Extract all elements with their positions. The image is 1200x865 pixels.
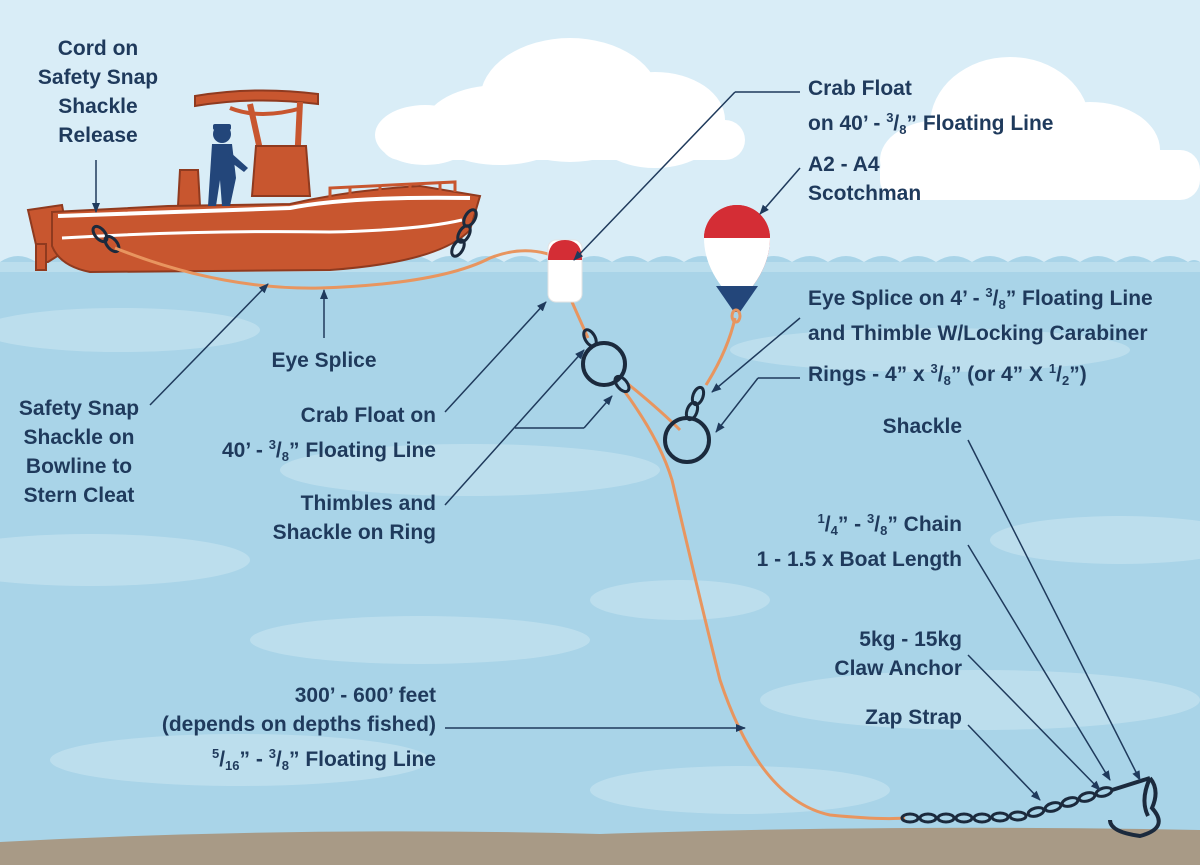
water-swirls	[0, 308, 1200, 814]
label-chain: 1/4” - 3/8” Chain 1 - 1.5 x Boat Length	[700, 504, 962, 574]
label-line: Claw Anchor	[834, 657, 962, 680]
fraction-numerator: 3	[930, 361, 938, 376]
crab-float-icon	[547, 239, 583, 303]
fraction-numerator: 1	[817, 511, 825, 526]
label-line: 5/16” - 3/8” Floating Line	[100, 739, 436, 780]
fraction-denominator: 8	[899, 122, 907, 137]
text-part: ” Floating Line	[289, 748, 436, 771]
seabed	[0, 827, 1200, 865]
label-line: Shackle	[58, 95, 138, 118]
label-line: Thimbles and	[300, 492, 436, 515]
text-part: on 40’ -	[808, 112, 887, 135]
fraction-denominator: 8	[998, 297, 1006, 312]
fraction-denominator: 2	[1061, 373, 1070, 388]
scotchman-buoy-icon	[704, 205, 770, 324]
surface-band	[0, 262, 1200, 272]
label-safety-snap-shackle: Safety Snap Shackle on Bowline to Stern …	[4, 394, 154, 510]
label-line: A2 - A4	[808, 153, 880, 176]
label-line: 40’ - 3/8” Floating Line	[170, 430, 436, 471]
label-line: Scotchman	[808, 182, 922, 205]
label-cord-safety-snap: Cord on Safety Snap Shackle Release	[18, 34, 178, 150]
text-part: ” Floating Line	[906, 112, 1054, 135]
cloud-icon	[375, 38, 745, 168]
label-line: Safety Snap	[18, 397, 140, 420]
label-line: Rings - 4” x 3/8” (or 4” X 1/2”)	[808, 354, 1087, 395]
text-part: ” Chain	[887, 513, 962, 536]
label-line: 1 - 1.5 x Boat Length	[756, 548, 962, 571]
label-eye-splice: Eye Splice	[254, 346, 394, 375]
fraction-slash: /	[219, 748, 226, 771]
label-claw-anchor: 5kg - 15kg Claw Anchor	[780, 625, 962, 683]
label-line: 1/4” - 3/8” Chain	[700, 504, 962, 545]
leader-lines	[92, 91, 1141, 801]
label-crab-float-mid: Crab Float on 40’ - 3/8” Floating Line	[170, 401, 436, 471]
fraction-slash: /	[937, 363, 944, 386]
label-shackle: Shackle	[840, 412, 962, 441]
fraction-numerator: 3	[985, 285, 993, 300]
fraction-denominator: 8	[880, 523, 888, 538]
label-line: Shackle on	[23, 426, 135, 449]
fraction-slash: /	[874, 513, 881, 536]
label-floating-line-length: 300’ - 600’ feet (depends on depths fish…	[100, 681, 436, 780]
fraction-slash: /	[1056, 363, 1062, 386]
fraction-numerator: 5	[211, 746, 220, 761]
text-part: ” Floating Line	[1005, 287, 1153, 310]
text-part: Eye Splice on 4’ -	[808, 287, 986, 310]
label-line: Zap Strap	[865, 706, 962, 729]
text-part: Rings - 4” x	[808, 363, 931, 386]
fraction-numerator: 3	[886, 110, 894, 125]
label-line: and Thimble W/Locking Carabiner	[808, 322, 1148, 345]
fraction-slash: /	[275, 748, 282, 771]
text-part: ” -	[239, 748, 269, 771]
cloud-icon	[880, 57, 1200, 200]
label-line: 300’ - 600’ feet	[294, 684, 436, 707]
label-line: Eye Splice	[271, 349, 377, 372]
fraction-slash: /	[893, 112, 900, 135]
text-part: ” (or 4” X	[950, 363, 1049, 386]
label-line: Cord on	[57, 37, 139, 60]
label-line: (depends on depths fished)	[161, 713, 436, 736]
label-zap-strap: Zap Strap	[780, 703, 962, 732]
text-part: ”)	[1069, 363, 1087, 386]
label-line: Eye Splice on 4’ - 3/8” Floating Line	[808, 278, 1153, 319]
claw-anchor-icon	[1108, 776, 1161, 839]
boat-icon	[26, 89, 482, 274]
chain-icon	[900, 786, 1114, 824]
text-part: ” Floating Line	[289, 439, 436, 462]
label-line: Shackle on Ring	[272, 521, 436, 544]
fraction-slash: /	[824, 513, 831, 536]
captain-icon	[208, 124, 248, 206]
label-line: 5kg - 15kg	[859, 628, 962, 651]
label-line: Stern Cleat	[23, 484, 135, 507]
label-line: Release	[58, 124, 138, 147]
fraction-denominator: 16	[225, 758, 240, 773]
fraction-denominator: 8	[281, 449, 289, 464]
fraction-numerator: 3	[268, 437, 276, 452]
label-rings: Rings - 4” x 3/8” (or 4” X 1/2”)	[808, 354, 1087, 395]
chain-icon	[582, 328, 706, 422]
label-line: Crab Float on	[300, 404, 436, 427]
label-crab-float-top: Crab Float on 40’ - 3/8” Floating Line	[808, 74, 1054, 144]
fraction-slash: /	[275, 439, 282, 462]
label-line: Shackle	[882, 415, 962, 438]
text-part: 40’ -	[221, 439, 269, 462]
label-line: Crab Float	[808, 77, 912, 100]
fraction-slash: /	[992, 287, 999, 310]
label-line: Bowline to	[25, 455, 133, 478]
fraction-denominator: 4	[830, 523, 838, 538]
text-part: ” -	[837, 513, 868, 536]
fraction-numerator: 1	[1048, 361, 1057, 376]
label-line: on 40’ - 3/8” Floating Line	[808, 103, 1054, 144]
label-thimbles-shackle: Thimbles and Shackle on Ring	[220, 489, 436, 547]
fraction-numerator: 3	[268, 746, 276, 761]
fraction-numerator: 3	[867, 511, 875, 526]
label-eye-splice-thimble: Eye Splice on 4’ - 3/8” Floating Line an…	[808, 278, 1153, 348]
fraction-denominator: 8	[281, 758, 289, 773]
label-line: Safety Snap	[37, 66, 159, 89]
fraction-denominator: 8	[943, 373, 951, 388]
label-scotchman: A2 - A4 Scotchman	[808, 150, 921, 208]
